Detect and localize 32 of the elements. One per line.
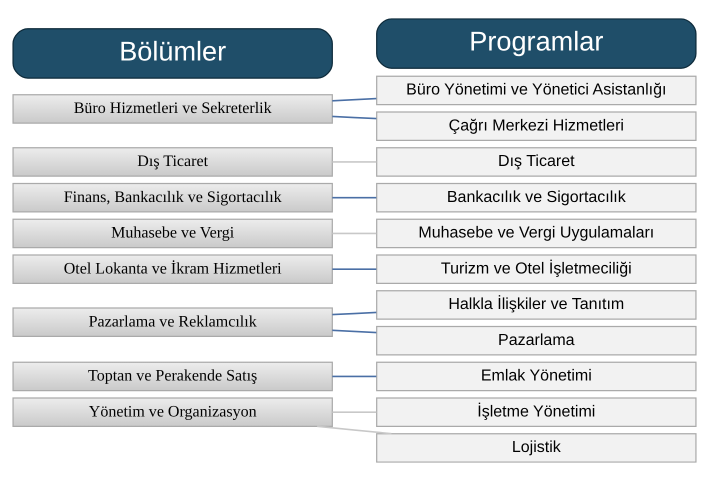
node-box: Finans, Bankacılık ve Sigortacılık [12,182,333,212]
node-box: Dış Ticaret [12,146,333,176]
connector [332,375,376,377]
connector [332,115,376,119]
node-box: Dış Ticaret [376,146,697,176]
connector [332,311,376,315]
node-box: Pazarlama ve Reklamcılık [12,306,333,336]
node-box: Yönetim ve Organizasyon [12,396,333,426]
node-box: Muhasebe ve Vergi Uygulamaları [376,218,697,248]
node-box: Halkla İlişkiler ve Tanıtım [376,290,697,320]
connector [332,232,376,234]
node-box: Büro Yönetimi ve Yönetici Asistanlığı [376,75,697,105]
node-box: Otel Lokanta ve İkram Hizmetleri [12,254,333,284]
node-box: Pazarlama [376,325,697,355]
node-box: Muhasebe ve Vergi [12,218,333,248]
node-box: Lojistik [376,432,697,462]
connector [332,410,376,412]
node-box: Bankacılık ve Sigortacılık [376,182,697,212]
node-box: Çağrı Merkezi Hizmetleri [376,110,697,140]
node-box: Bölümler [12,28,333,78]
connector [332,160,376,162]
connector [332,196,376,198]
node-box: Turizm ve Otel İşletmeciliği [376,254,697,284]
connector [332,328,376,333]
connector [332,97,376,102]
node-box: İşletme Yönetimi [376,396,697,426]
connector [317,425,392,434]
node-box: Büro Hizmetleri ve Sekreterlik [12,94,333,124]
node-box: Programlar [376,18,697,68]
node-box: Emlak Yönetimi [376,361,697,391]
connector [332,268,376,270]
node-box: Toptan ve Perakende Satış [12,361,333,391]
